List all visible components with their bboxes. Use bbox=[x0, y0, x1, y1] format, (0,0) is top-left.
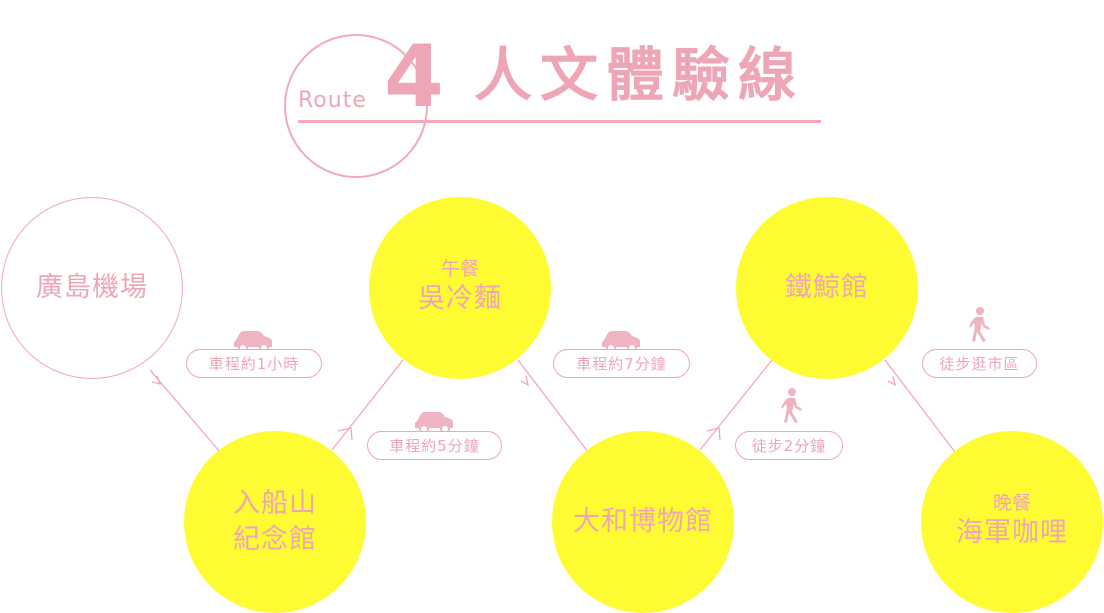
connector-line bbox=[149, 369, 221, 453]
connector-line bbox=[699, 359, 773, 451]
stop-name: 大和博物館 bbox=[573, 505, 713, 537]
connector-line bbox=[331, 359, 404, 451]
arrow-icon bbox=[887, 375, 896, 387]
arrow-icon bbox=[151, 375, 162, 385]
stop-name: 鐵鯨館 bbox=[785, 271, 869, 303]
stop-yamato-museum: 大和博物館 bbox=[552, 431, 734, 613]
stop-irifuneyama-memorial: 入船山 紀念館 bbox=[184, 431, 366, 613]
walk-icon bbox=[781, 388, 802, 423]
leg-label: 徒步2分鐘 bbox=[735, 431, 843, 460]
arrow-icon bbox=[520, 375, 529, 387]
arrow-icon bbox=[337, 427, 353, 441]
stop-name: 海軍咖哩 bbox=[956, 517, 1068, 549]
stop-name: 吳冷麵 bbox=[418, 283, 502, 315]
stop-kure-reimen: 午餐 吳冷麵 bbox=[369, 197, 551, 379]
leg-label: 車程約7分鐘 bbox=[553, 349, 690, 378]
connector-line bbox=[517, 359, 589, 453]
stop-name: 廣島機場 bbox=[36, 271, 148, 303]
page-title: 人文體驗線 bbox=[474, 41, 805, 109]
meal-label: 午餐 bbox=[440, 258, 479, 281]
stop-hiroshima-airport: 廣島機場 bbox=[1, 197, 183, 379]
route-number: 4 bbox=[384, 27, 444, 127]
route-label: Route bbox=[298, 88, 367, 113]
stop-iron-whale-museum: 鐵鯨館 bbox=[736, 197, 918, 379]
walk-icon bbox=[969, 307, 990, 342]
connector-line bbox=[884, 359, 956, 453]
stop-name: 入船山 bbox=[233, 487, 317, 519]
arrow-icon bbox=[706, 427, 721, 441]
title-underline bbox=[298, 120, 821, 123]
meal-label: 晚餐 bbox=[992, 492, 1031, 515]
route-badge-circle bbox=[284, 34, 428, 178]
stop-name: 紀念館 bbox=[233, 524, 317, 555]
leg-label: 車程約1小時 bbox=[186, 349, 322, 378]
stop-navy-curry: 晚餐 海軍咖哩 bbox=[921, 431, 1103, 613]
car-icon bbox=[415, 412, 453, 434]
leg-label: 徒步逛市區 bbox=[922, 349, 1037, 378]
leg-label: 車程約5分鐘 bbox=[367, 431, 502, 460]
